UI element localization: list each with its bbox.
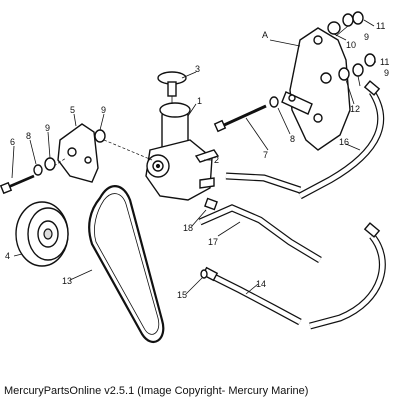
hose-14 — [201, 266, 302, 326]
callout-6: 6 — [10, 137, 15, 147]
power-steering-pump — [145, 102, 220, 201]
callout-2: 2 — [214, 155, 219, 165]
washer-8-right — [269, 96, 279, 108]
callout-13: 13 — [62, 276, 72, 286]
pump-bracket — [57, 123, 99, 183]
hose-17 — [198, 204, 322, 264]
o-ring-15 — [200, 269, 208, 279]
callout-17: 17 — [208, 237, 218, 247]
callout-8-left: 8 — [26, 131, 31, 141]
spacer-12 — [338, 67, 350, 81]
reservoir-cap — [157, 71, 187, 104]
nut-11-right — [364, 53, 376, 67]
callout-16: 16 — [339, 137, 349, 147]
callout-5: 5 — [70, 105, 75, 115]
hose-right — [309, 222, 386, 330]
callout-3: 3 — [195, 64, 200, 74]
callout-11-top: 11 — [376, 21, 385, 31]
callout-9-mid: 9 — [101, 105, 106, 115]
nut-11-top — [352, 11, 364, 25]
callout-a: A — [262, 30, 268, 40]
bolt-7 — [213, 104, 267, 133]
callout-11-right: 11 — [380, 57, 389, 67]
callout-8-right: 8 — [290, 134, 295, 144]
mounting-bracket-a — [281, 27, 351, 151]
callout-9-top: 9 — [364, 32, 369, 42]
callout-1: 1 — [197, 96, 202, 106]
callout-14: 14 — [256, 279, 266, 289]
spacer-10 — [327, 21, 341, 35]
hose-upper — [225, 172, 302, 194]
pump-pulley — [15, 201, 69, 267]
callout-18: 18 — [183, 223, 193, 233]
washer-9-left — [44, 157, 56, 171]
washer-8-left — [33, 164, 43, 176]
bolt-6 — [0, 174, 35, 195]
parts-diagram: 1 2 3 4 5 6 7 8 8 9 9 9 9 10 11 11 12 13… — [0, 11, 389, 343]
fitting-18 — [204, 197, 218, 211]
callout-9-left: 9 — [45, 123, 50, 133]
washer-9-right — [352, 63, 364, 77]
callout-10: 10 — [346, 40, 356, 50]
washer-9-mid — [94, 129, 106, 143]
callout-12: 12 — [350, 104, 360, 114]
callout-7: 7 — [263, 150, 268, 160]
washer-9-top — [342, 13, 354, 27]
callout-9-right: 9 — [384, 68, 389, 78]
image-caption: MercuryPartsOnline v2.5.1 (Image Copyrig… — [4, 385, 309, 397]
drive-belt — [88, 185, 165, 343]
callout-15: 15 — [177, 290, 187, 300]
callout-4: 4 — [5, 251, 10, 261]
hose-16 — [298, 80, 385, 200]
